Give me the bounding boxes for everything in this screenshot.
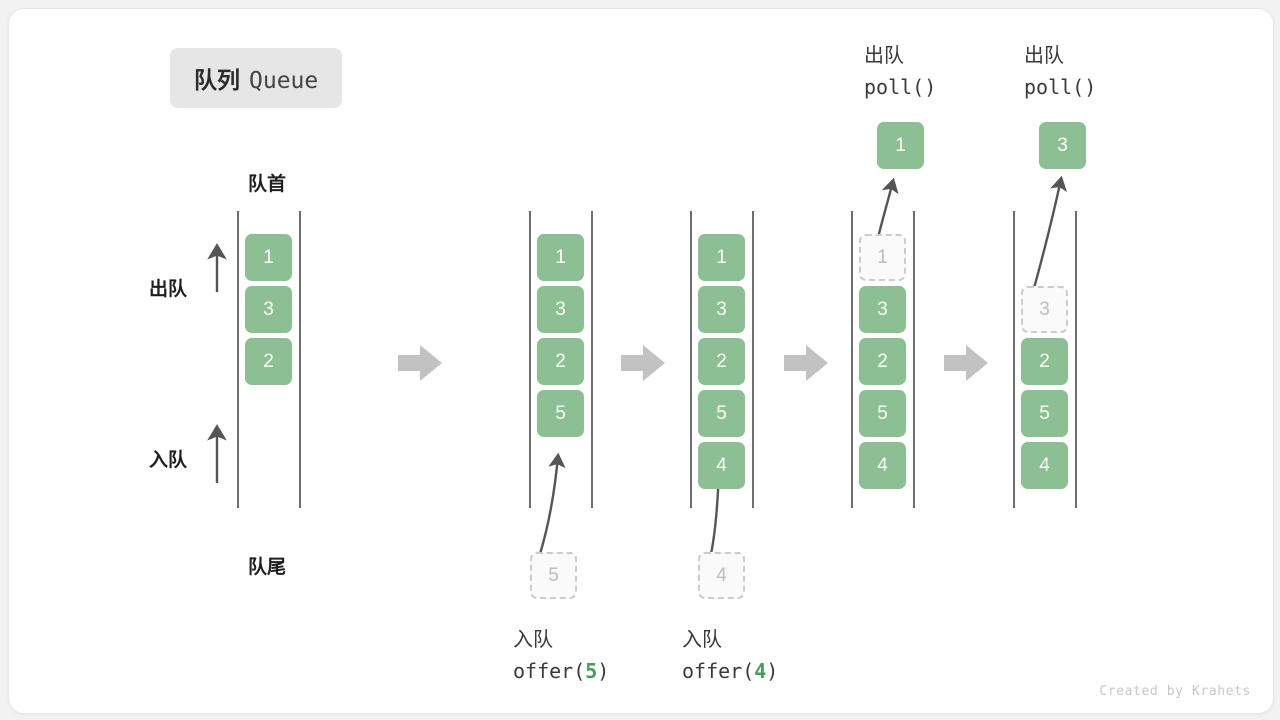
dequeue-direction-label: 出队 [149,279,188,300]
title-cn: 队列 [194,67,240,93]
op-poll-1-call-prefix: poll( [864,75,925,99]
op-offer-5-cn: 入队 [513,629,553,651]
queue-cell: 2 [859,338,906,385]
queue-cell: 1 [698,234,745,281]
title-en: Queue [249,68,319,94]
queue-cell: 2 [698,338,745,385]
queue-cell: 2 [1021,338,1068,385]
op-poll-2-call-suffix: ) [1084,75,1097,99]
op-poll-2-call-prefix: poll( [1024,75,1085,99]
popped-value-box: 1 [877,122,924,169]
queue-head-label: 队首 [248,174,287,195]
op-offer-5-call-prefix: offer( [513,659,586,683]
op-poll-1-call-suffix: ) [924,75,937,99]
queue-cell: 1 [537,234,584,281]
diagram-card: 队列 Queue 队首 队尾 出队 入队 1 3 2 1 3 2 5 5 入队 … [8,8,1274,714]
queue-cell-removed: 1 [859,234,906,281]
diagram-title-chip: 队列 Queue [170,48,343,108]
op-offer-4-call: offer(4) [682,659,778,683]
queue-cell: 4 [1021,442,1068,489]
queue-cell: 3 [698,286,745,333]
op-poll-2-cn: 出队 [1024,45,1064,67]
queue-cell: 4 [859,442,906,489]
op-offer-5-call: offer(5) [513,659,609,683]
op-offer-4-call-suffix: ) [766,659,779,683]
queue-cell: 1 [245,234,292,281]
op-offer-4-call-prefix: offer( [682,659,755,683]
popped-value-box: 3 [1039,122,1086,169]
pending-enqueue-box: 4 [698,552,745,599]
queue-cell-new: 4 [698,442,745,489]
enqueue-direction-label: 入队 [149,450,188,471]
queue-cell: 2 [537,338,584,385]
vector-layer [207,175,1077,555]
op-poll-2-call: poll() [1024,75,1096,99]
queue-cell: 5 [698,390,745,437]
op-poll-1-call: poll() [864,75,936,99]
op-poll-1-cn: 出队 [864,45,904,67]
op-offer-4-arg: 4 [754,659,767,683]
queue-cell: 3 [537,286,584,333]
queue-cell-new: 5 [537,390,584,437]
queue-cell-removed: 3 [1021,286,1068,333]
queue-cell: 2 [245,338,292,385]
queue-cell: 5 [859,390,906,437]
queue-cell: 3 [245,286,292,333]
op-offer-4-cn: 入队 [682,629,722,651]
op-offer-5-call-suffix: ) [597,659,610,683]
credit-watermark: Created by Krahets [1099,684,1251,699]
op-offer-5-arg: 5 [585,659,598,683]
queue-cell: 5 [1021,390,1068,437]
queue-tail-label: 队尾 [248,557,287,578]
queue-cell: 3 [859,286,906,333]
pending-enqueue-box: 5 [530,552,577,599]
